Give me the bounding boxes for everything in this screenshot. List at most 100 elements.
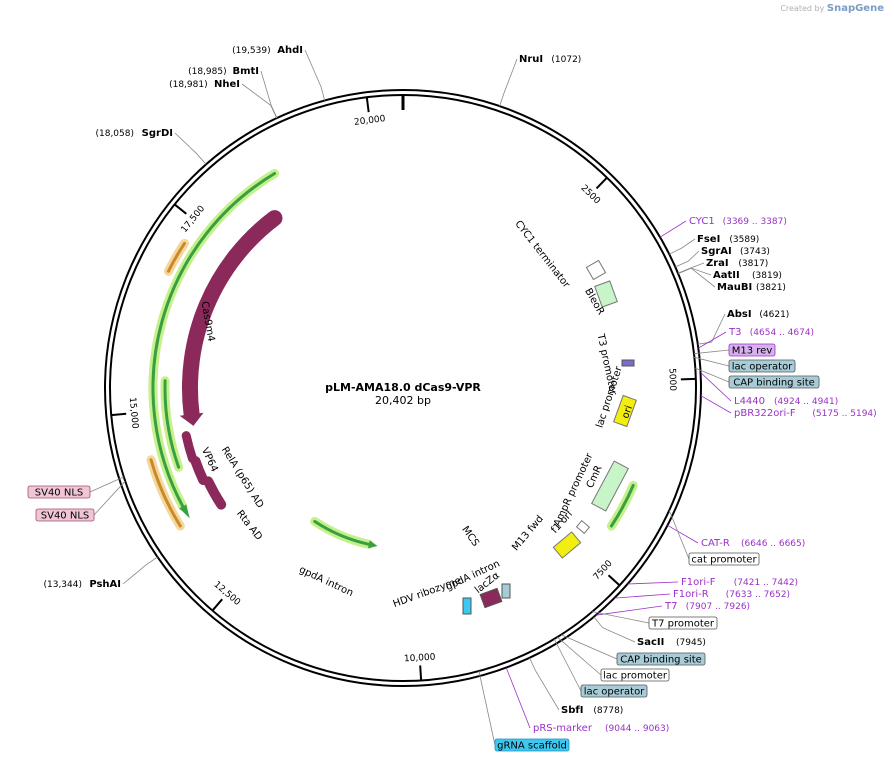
enzyme-label: AbsI <box>727 309 752 320</box>
cas9m4-arc <box>181 210 283 423</box>
inner-feature-label: M13 fwd <box>510 514 546 554</box>
feature-box-leader <box>89 476 124 493</box>
scale-tick-label: 20,000 <box>354 114 387 128</box>
enzyme-position: (18,058) <box>95 129 134 139</box>
enzyme-position: (3589) <box>729 235 759 245</box>
vp64-block <box>181 431 197 464</box>
primer-label: CYC1 <box>689 216 715 227</box>
inner-feature-label: gpdA intron <box>297 564 355 599</box>
scale-tick-label: 17,500 <box>180 204 208 235</box>
enzyme-position: (3819) <box>752 271 782 281</box>
inner-feature-label: HDV ribozyme <box>392 575 463 610</box>
primer-label: F1ori-R <box>673 589 709 600</box>
feature-box-label: CAP binding site <box>620 655 702 666</box>
enzyme-leader <box>260 70 278 119</box>
enzyme-label: PshAI <box>89 579 121 590</box>
primer-range: (3369 .. 3387) <box>723 217 787 227</box>
feature-box-label: lac promoter <box>603 671 668 682</box>
feature-box-leader <box>694 356 730 367</box>
enzyme-label: SacII <box>637 637 664 648</box>
feature-box-leader <box>557 636 602 676</box>
enzyme-label: SbfI <box>561 705 583 716</box>
enzyme-leader <box>678 267 716 288</box>
scale-tick-label: 5000 <box>666 368 677 391</box>
enzyme-position: (18,985) <box>188 67 227 77</box>
enzyme-position: (19,539) <box>232 46 271 56</box>
primer-leader <box>627 581 679 585</box>
primer-label: L4440 <box>734 396 765 407</box>
ampr-promoter-arrow <box>575 520 591 534</box>
primer-leader <box>595 605 663 616</box>
feature-box-leader <box>93 480 126 516</box>
feature-box <box>688 552 760 566</box>
primer-range: (7421 .. 7442) <box>734 578 798 588</box>
feature-box <box>648 616 718 630</box>
enzyme-position: (1072) <box>551 55 581 65</box>
enzyme-leader <box>122 556 158 585</box>
outer-labels: NruI (1072) FseI (3589)SgrAI (3743) ZraI (3817… <box>27 45 877 752</box>
primer-leader <box>659 220 687 238</box>
bleor-arrow <box>594 280 618 308</box>
enzyme-label: ZraI <box>706 258 729 269</box>
primer-leader <box>614 593 671 599</box>
enzyme-leader <box>304 49 326 101</box>
scale-tick <box>595 176 608 190</box>
plasmid-length: 20,402 bp <box>375 394 431 407</box>
feature-box-label: SV40 NLS <box>35 488 84 499</box>
f1ori-arrow <box>552 531 582 559</box>
enzyme-label: SgrAI <box>701 246 732 257</box>
inner-feature-label: Rta AD <box>234 508 264 542</box>
feature-box-label: SV40 NLS <box>41 511 90 522</box>
feature-graphics <box>146 169 638 615</box>
scale-tick <box>174 203 187 215</box>
enzyme-leader <box>241 83 278 119</box>
feature-box-leader <box>478 670 496 746</box>
feature-box <box>728 375 820 389</box>
lac-promoter-mark <box>621 359 635 367</box>
gpdA-intron-lower-arrowhead <box>368 540 378 549</box>
enzyme-position: (8778) <box>593 706 623 716</box>
enzyme-position: (7945) <box>676 638 706 648</box>
feature-box-leader <box>560 634 618 660</box>
feature-box-leader <box>695 367 730 383</box>
primer-leader <box>700 372 732 402</box>
primer-range: (4654 .. 4674) <box>750 328 814 338</box>
enzyme-position: (3817) <box>738 259 768 269</box>
enzyme-label: MauBI <box>717 282 752 293</box>
feature-box <box>580 684 648 698</box>
inner-feature-label: ori <box>620 404 635 420</box>
scale-tick <box>607 574 621 587</box>
enzyme-leader <box>499 58 518 107</box>
enzyme-leader <box>593 616 636 643</box>
cas9m4-arrowhead <box>179 412 204 426</box>
enzyme-position: (3743) <box>740 247 770 257</box>
feature-box <box>728 359 796 373</box>
primer-range: (9044 .. 9063) <box>605 724 669 734</box>
feature-box-label: cat promoter <box>691 555 757 566</box>
backbone-outer-ring <box>104 89 702 687</box>
m13fwd-mark <box>501 583 511 599</box>
inner-feature-label: MCS <box>459 524 481 548</box>
enzyme-label: FseI <box>697 234 720 245</box>
enzyme-position: (13,344) <box>43 580 82 590</box>
enzyme-label: BmtI <box>232 66 259 77</box>
feature-box <box>494 738 570 752</box>
scale-tick <box>211 598 223 612</box>
enzyme-label: AhdI <box>277 45 303 56</box>
enzyme-label: NruI <box>519 54 543 65</box>
enzyme-label: AatII <box>713 270 740 281</box>
scale-tick-label: 15,000 <box>127 397 140 430</box>
rta-ad-block <box>203 476 227 510</box>
snapgene-logo: SnapGene <box>826 3 884 14</box>
feature-box-label: M13 rev <box>732 346 773 357</box>
enzyme-position: (4621) <box>759 310 789 320</box>
feature-box-label: lac operator <box>732 362 793 373</box>
feature-box <box>35 508 95 522</box>
scale-tick <box>365 97 370 113</box>
orange-feature-arc <box>149 458 182 528</box>
orange-feature-arc-2 <box>166 241 186 273</box>
cyc1-terminator-arrow <box>585 259 607 281</box>
scale-tick <box>419 665 423 681</box>
gpdA-intron-outer-arrowhead <box>179 504 190 519</box>
